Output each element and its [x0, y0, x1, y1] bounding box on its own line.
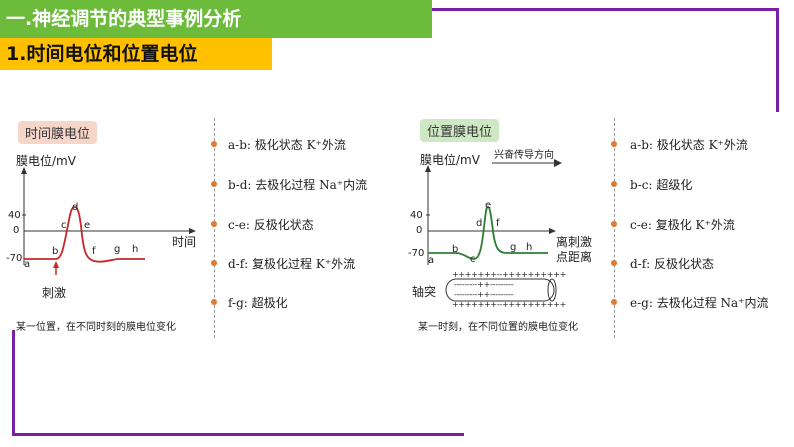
left-list-item: d-f: 复极化过程 K⁺外流: [228, 257, 356, 271]
right-point-b: b: [452, 244, 459, 255]
right-list-item: e-g: 去极化过程 Na⁺内流: [630, 296, 769, 310]
stimulus-label: 刺激: [42, 286, 67, 300]
time-potential-graph: [21, 167, 196, 275]
right-point-e: e: [485, 200, 492, 211]
left-x-axis-label: 时间: [172, 235, 197, 249]
left-tick-40: 40: [8, 210, 21, 221]
left-caption: 某一位置，在不同时刻的膜电位变化: [16, 322, 176, 333]
time-potential-tag: 时间膜电位: [18, 121, 98, 144]
right-list-dot: [611, 181, 617, 187]
left-y-axis-label: 膜电位/mV: [16, 154, 76, 168]
left-tick-70: -70: [6, 253, 23, 264]
right-point-d: d: [476, 218, 483, 229]
left-point-a: a: [24, 259, 31, 270]
axon-diagram: [445, 278, 557, 302]
left-list-item: f-g: 超极化: [228, 296, 288, 310]
right-y-axis-label: 膜电位/mV: [420, 153, 480, 167]
left-point-e: e: [84, 220, 91, 231]
left-list-item: a-b: 极化状态 K⁺外流: [228, 138, 346, 152]
left-list-item: b-d: 去极化过程 Na⁺内流: [228, 178, 368, 192]
right-list-divider: [614, 118, 615, 338]
section-title: 一.神经调节的典型事例分析: [0, 0, 432, 38]
right-tick-0: 0: [416, 225, 423, 236]
left-list-dot: [211, 221, 217, 227]
left-tick-0: 0: [13, 225, 20, 236]
position-potential-tag: 位置膜电位: [420, 119, 500, 142]
right-point-h: h: [526, 242, 533, 253]
right-point-a: a: [428, 255, 435, 266]
left-list-dot: [211, 260, 217, 266]
right-list-dot: [611, 221, 617, 227]
left-point-h: h: [132, 244, 139, 255]
frame-right-line: [776, 8, 779, 112]
right-caption: 某一时刻，在不同位置的膜电位变化: [418, 322, 578, 333]
right-point-g: g: [510, 242, 517, 253]
direction-arrow: [492, 159, 562, 167]
axon-top-charges: +++++++--++++++++++: [452, 270, 567, 279]
axon-inner-bottom-charges: ---------++---------: [454, 290, 514, 299]
left-point-c: c: [61, 220, 67, 231]
left-point-d: d: [72, 202, 79, 213]
right-list-item: d-f: 反极化状态: [630, 257, 715, 271]
position-potential-graph: [425, 165, 556, 265]
axon-bottom-charges: +++++++--++++++++++: [452, 300, 567, 309]
axon-label: 轴突: [412, 285, 437, 299]
right-point-f: f: [496, 218, 500, 229]
right-tick-70: -70: [408, 248, 425, 259]
left-point-g: g: [114, 244, 121, 255]
frame-bottom-line: [12, 433, 464, 436]
right-list-item: c-e: 复极化 K⁺外流: [630, 218, 735, 232]
left-point-f: f: [92, 246, 96, 257]
frame-left-line: [12, 330, 15, 436]
frame-top-line: [432, 8, 778, 11]
direction-label: 兴奋传导方向: [494, 150, 554, 161]
axon-inner-top-charges: ---------++---------: [454, 280, 514, 289]
right-x-axis-label-2: 点距离: [556, 250, 593, 264]
left-list-divider: [214, 118, 215, 338]
left-point-b: b: [52, 246, 59, 257]
right-x-axis-label-1: 离刺激: [556, 235, 593, 249]
right-list-dot: [611, 299, 617, 305]
section-subtitle: 1.时间电位和位置电位: [0, 38, 272, 70]
right-point-c: c: [470, 254, 476, 265]
right-list-item: b-c: 超级化: [630, 178, 693, 192]
right-list-item: a-b: 极化状态 K⁺外流: [630, 138, 748, 152]
left-list-item: c-e: 反极化状态: [228, 218, 314, 232]
left-list-dot: [211, 181, 217, 187]
left-list-dot: [211, 141, 217, 147]
left-list-dot: [211, 299, 217, 305]
right-list-dot: [611, 260, 617, 266]
right-list-dot: [611, 141, 617, 147]
right-tick-40: 40: [410, 210, 423, 221]
